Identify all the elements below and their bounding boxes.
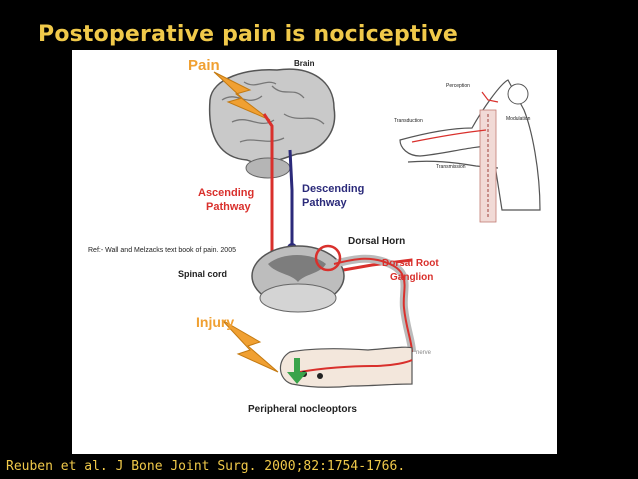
label-peripheral: Peripheral nocleoptors <box>248 404 357 415</box>
diagram-panel: Pain Brain Ascending Pathway Descending … <box>72 50 557 454</box>
nociception-diagram: Pain Brain Ascending Pathway Descending … <box>88 57 541 415</box>
reference-text: Reuben et al. J Bone Joint Surg. 2000;82… <box>6 459 406 474</box>
dorsal-horn-marker <box>314 244 342 272</box>
label-descending-2: Pathway <box>302 197 348 209</box>
label-dorsal-root-1: Dorsal Root <box>382 258 439 269</box>
label-pain: Pain <box>188 57 220 74</box>
label-brain: Brain <box>294 59 315 68</box>
label-ref-inner: Ref:- Wall and Melzacks text book of pai… <box>88 247 236 254</box>
label-descending-1: Descending <box>302 183 364 195</box>
slide-title: Postoperative pain is nociceptive <box>38 22 459 47</box>
descending-pathway-line <box>288 149 294 246</box>
arrow-down-icon <box>287 372 307 384</box>
injury-bolt-icon <box>221 319 279 373</box>
pain-bolt-icon <box>213 71 271 121</box>
label-injury: Injury <box>196 314 234 330</box>
label-dorsal-horn: Dorsal Horn <box>348 236 405 247</box>
label-spinal-cord: Spinal cord <box>178 269 227 279</box>
label-modulation: Modulation <box>506 116 531 122</box>
label-ascending-1: Ascending <box>198 187 254 199</box>
label-perception: Perception <box>446 83 470 89</box>
label-nerve: nerve <box>416 350 432 356</box>
label-transduction: Transduction <box>394 118 423 124</box>
label-transmission: Transmission <box>436 164 466 170</box>
arm-figure <box>399 79 541 211</box>
label-dorsal-root-2: Ganglion <box>390 272 433 283</box>
label-ascending-2: Pathway <box>206 201 252 213</box>
